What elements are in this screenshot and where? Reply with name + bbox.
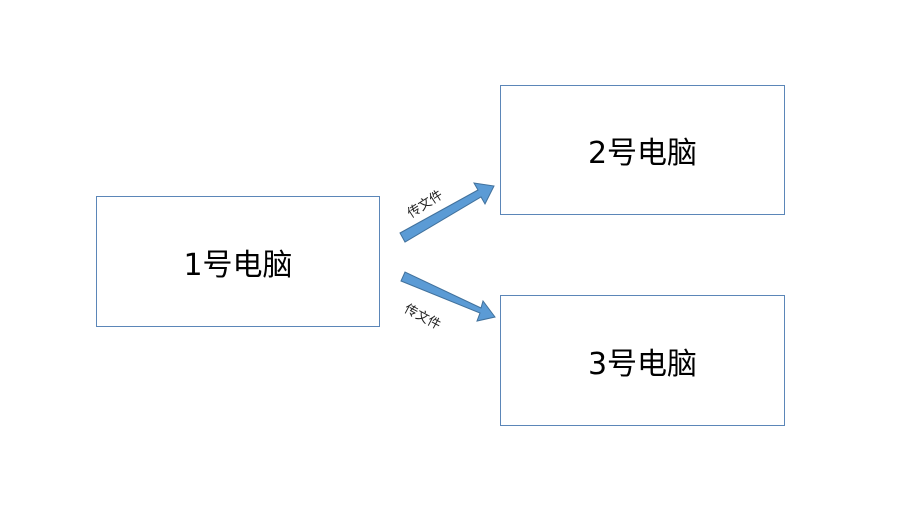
arrow-to-computer-3: [400, 271, 496, 322]
computer-2-label: 2号电脑: [587, 136, 698, 171]
arrow-to-computer-2: [399, 182, 495, 243]
computer-3-node: 3号电脑: [500, 295, 785, 426]
computer-3-label: 3号电脑: [587, 346, 698, 382]
computer-1-node: 1号电脑: [96, 196, 380, 327]
computer-1-label: 1号电脑: [183, 247, 293, 283]
computer-2-node: 2号电脑: [500, 85, 785, 215]
